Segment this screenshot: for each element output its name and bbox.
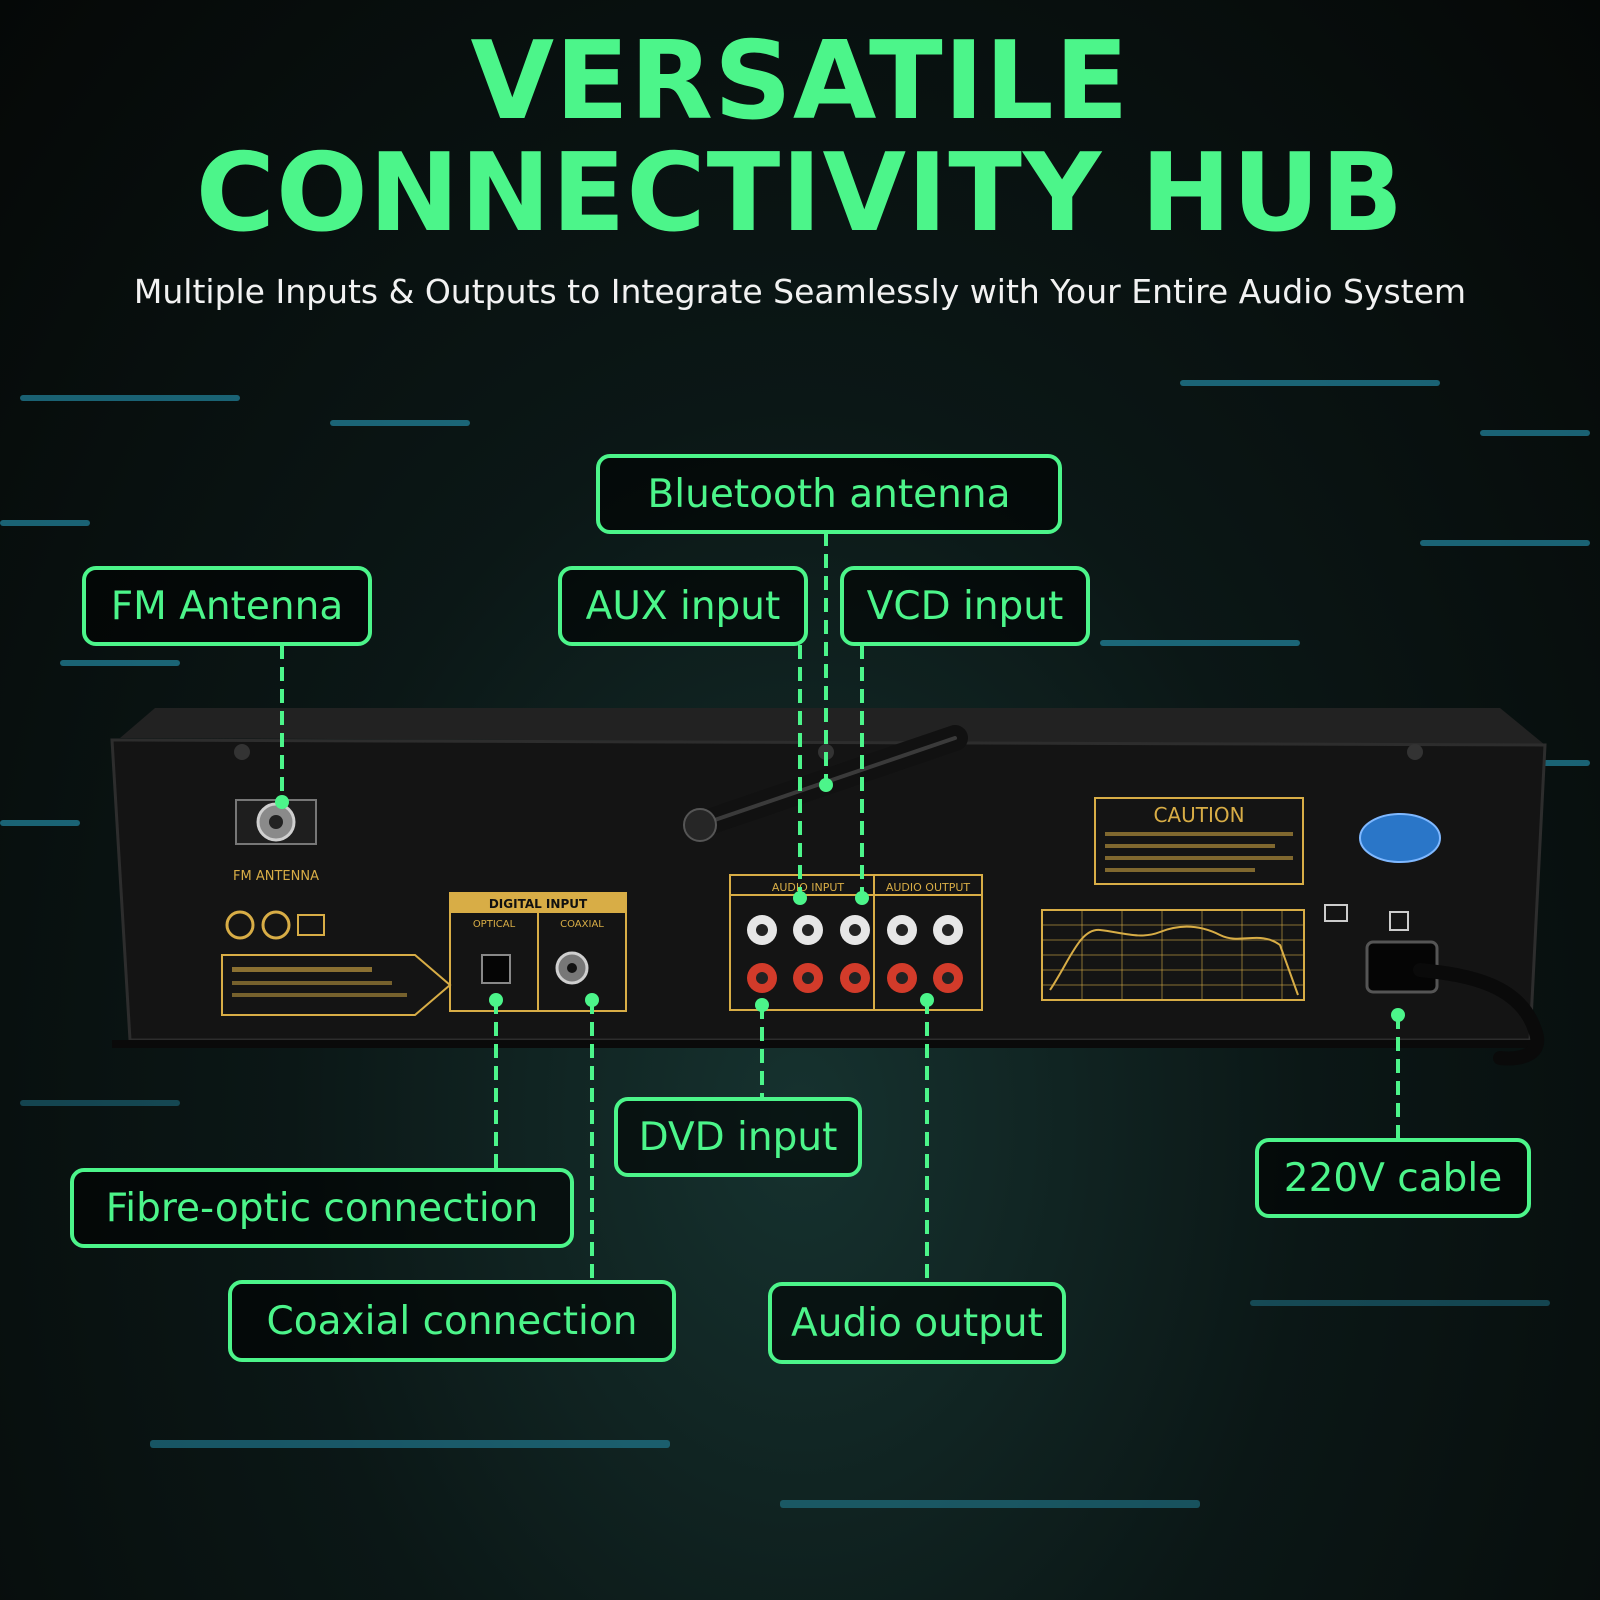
subtitle: Multiple Inputs & Outputs to Integrate S… <box>133 272 1467 311</box>
callout-audio-output: Audio output <box>768 1282 1066 1364</box>
recycle-bin-icon <box>1324 904 1348 922</box>
callout-220v-cable: 220V cable <box>1255 1138 1531 1218</box>
audio-input-label: AUDIO INPUT <box>772 881 845 894</box>
callout-aux-input: AUX input <box>558 566 808 646</box>
double-insulation-icon <box>1389 911 1409 931</box>
rca-jack-white <box>747 915 963 945</box>
fm-antenna-label: FM ANTENNA <box>233 869 319 884</box>
callout-dvd-input: DVD input <box>614 1097 862 1177</box>
callout-fibre-optic-connection: Fibre-optic connection <box>70 1168 574 1248</box>
audio-output-label: AUDIO OUTPUT <box>886 881 971 894</box>
caution-block: CAUTION <box>1094 797 1304 885</box>
title-line-2: CONNECTIVITY HUB <box>195 131 1405 256</box>
digital-input-block: DIGITAL INPUT OPTICAL COAXIAL <box>449 892 627 1012</box>
screw-icon <box>1407 744 1423 760</box>
rs-icon <box>297 914 325 936</box>
title-line-1: VERSATILE <box>470 19 1130 144</box>
optical-port <box>481 954 511 984</box>
certification-seal-icon <box>1359 813 1441 863</box>
certification-icon <box>261 910 291 940</box>
coaxial-label: COAXIAL <box>560 919 604 930</box>
frequency-response-graph <box>1041 909 1305 1001</box>
digital-input-label: DIGITAL INPUT <box>489 897 588 911</box>
power-cable <box>1413 963 1545 1066</box>
recycle-icon <box>225 910 255 940</box>
callout-bluetooth-antenna: Bluetooth antenna <box>596 454 1062 534</box>
notice-arrow-box <box>221 954 452 1016</box>
callout-fm-antenna: FM Antenna <box>82 566 372 646</box>
optical-label: OPTICAL <box>473 919 516 930</box>
callout-vcd-input: VCD input <box>840 566 1090 646</box>
chassis-top <box>120 708 1545 745</box>
rca-jack-red <box>747 963 963 993</box>
rca-jack-block: AUDIO INPUT AUDIO OUTPUT <box>729 874 983 1011</box>
callout-coaxial-connection: Coaxial connection <box>228 1280 676 1362</box>
caution-label: CAUTION <box>1153 803 1244 827</box>
screw-icon <box>234 744 250 760</box>
